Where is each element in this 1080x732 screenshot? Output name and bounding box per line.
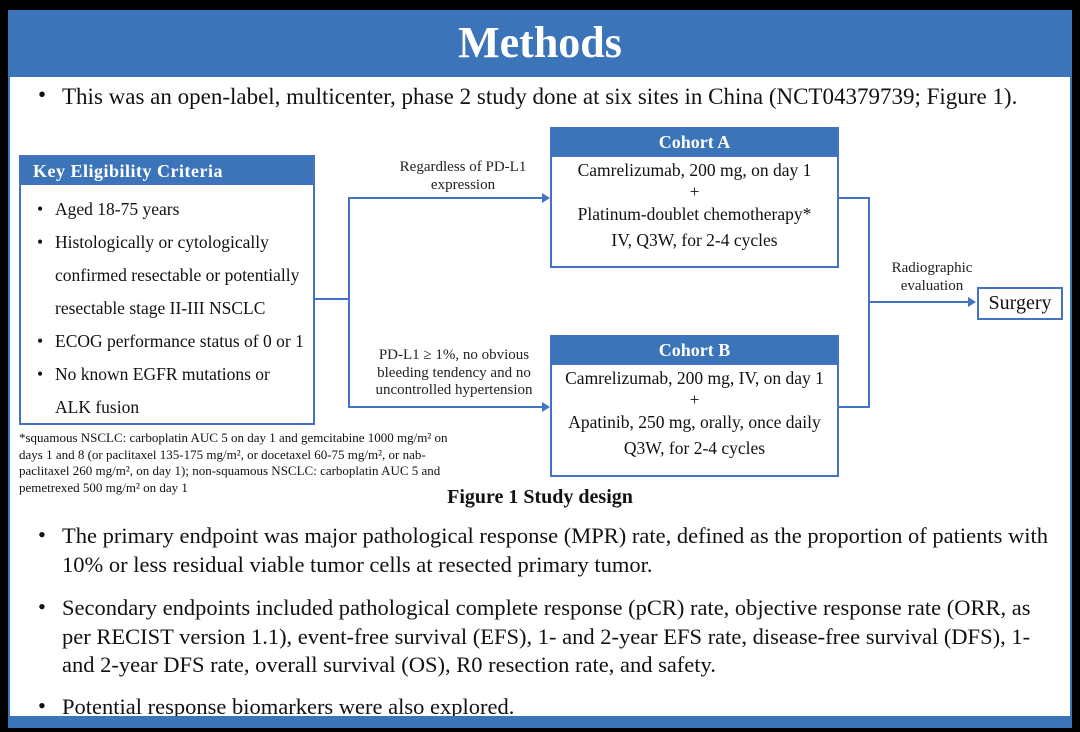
cohort-a-line: Camrelizumab, 200 mg, on day 1 — [577, 160, 812, 180]
eligibility-item: No known EGFR mutations or ALK fusion — [33, 358, 305, 424]
bullet-primary-endpoint: The primary endpoint was major pathologi… — [38, 521, 1052, 579]
branch-label-cohort-a: Regardless of PD-L1 expression — [399, 159, 527, 193]
cohort-a-box: Cohort A Camrelizumab, 200 mg, on day 1 … — [550, 127, 839, 268]
intro-bullet: This was an open-label, multicenter, pha… — [38, 82, 1054, 110]
plus-sign: + — [689, 390, 700, 409]
cohort-b-line: Q3W, for 2-4 cycles — [623, 438, 766, 458]
slide-canvas: Methods This was an open-label, multicen… — [8, 10, 1072, 728]
arrowhead-surgery — [968, 297, 976, 307]
eligibility-item: ECOG performance status of 0 or 1 — [33, 325, 305, 358]
bullet-text: The primary endpoint was major pathologi… — [62, 523, 1049, 577]
plus-sign: + — [689, 182, 700, 201]
connector-cohort-a-out — [839, 197, 870, 199]
connector-to-surgery — [868, 301, 970, 303]
connector-left-bracket — [348, 197, 350, 408]
bullet-secondary-endpoints: Secondary endpoints included pathologica… — [38, 593, 1052, 680]
cohort-b-line: Camrelizumab, 200 mg, IV, on day 1 — [565, 368, 824, 388]
cohort-a-line: Platinum-doublet chemotherapy* — [577, 204, 812, 224]
cohort-b-header: Cohort B — [552, 337, 837, 365]
radiographic-evaluation-label: Radiographic evaluation — [891, 260, 973, 294]
cohort-b-line: Apatinib, 250 mg, orally, once daily — [568, 412, 821, 432]
cohort-b-box: Cohort B Camrelizumab, 200 mg, IV, on da… — [550, 335, 839, 477]
page-title: Methods — [458, 18, 622, 67]
eligibility-item: Histologically or cytologically confirme… — [33, 226, 305, 325]
figure-caption: Figure 1 Study design — [447, 486, 633, 508]
chemotherapy-footnote: *squamous NSCLC: carboplatin AUC 5 on da… — [19, 430, 448, 495]
eligibility-box: Key Eligibility Criteria Aged 18-75 year… — [19, 155, 315, 425]
connector-to-cohort-a — [348, 197, 544, 199]
branch-label-cohort-b: PD-L1 ≥ 1%, no obvious bleeding tendency… — [375, 347, 533, 398]
eligibility-list: Aged 18-75 years Histologically or cytol… — [21, 185, 313, 424]
bullet-text: Potential response biomarkers were also … — [62, 694, 515, 719]
arrowhead-cohort-a — [542, 193, 550, 203]
connector-eligibility — [313, 298, 350, 300]
cohort-a-header: Cohort A — [552, 129, 837, 157]
slide-bottom-bar — [10, 716, 1070, 726]
cohort-a-line: IV, Q3W, for 2-4 cycles — [611, 230, 778, 250]
surgery-box: Surgery — [977, 287, 1063, 320]
eligibility-header: Key Eligibility Criteria — [21, 157, 313, 185]
bullet-biomarkers: Potential response biomarkers were also … — [38, 692, 1052, 722]
arrowhead-cohort-b — [542, 402, 550, 412]
connector-cohort-b-out — [839, 406, 870, 408]
connector-to-cohort-b — [348, 406, 544, 408]
bullet-text: Secondary endpoints included pathologica… — [62, 595, 1031, 677]
eligibility-item: Aged 18-75 years — [33, 193, 305, 226]
intro-bullet-text: This was an open-label, multicenter, pha… — [62, 84, 1018, 109]
slide-title-bar: Methods — [10, 12, 1070, 77]
